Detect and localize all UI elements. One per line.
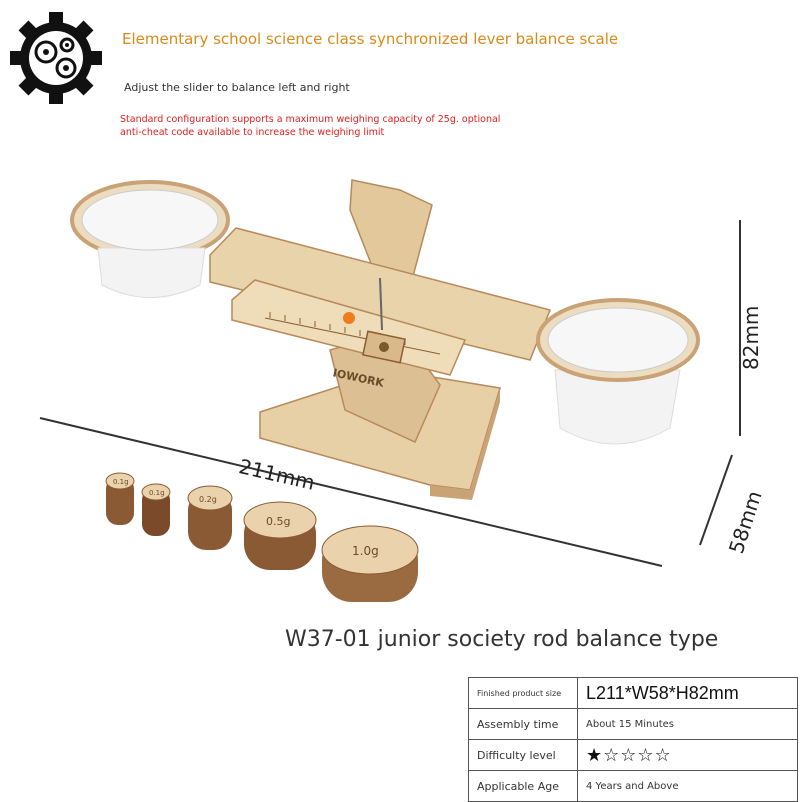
spec-value: L211*W58*H82mm: [577, 677, 798, 709]
lever-balance-illustration: IOWORK 0.1g 0.1g 0.2g 0.5g: [39, 179, 767, 602]
capacity-note: Standard configuration supports a maximu…: [120, 114, 501, 138]
spec-label: Finished product size: [468, 677, 578, 709]
model-name: W37-01 junior society rod balance type: [285, 627, 719, 652]
weight-0-2g: 0.2g: [187, 485, 233, 550]
spec-label: Applicable Age: [468, 770, 578, 802]
orange-knob-icon: [343, 312, 355, 324]
spec-table: Finished product size L211*W58*H82mm Ass…: [468, 677, 798, 802]
gear-logo-icon: [10, 12, 102, 104]
left-weighing-cup: [70, 180, 230, 298]
svg-text:0.1g: 0.1g: [149, 489, 165, 497]
spec-row: Applicable Age 4 Years and Above: [468, 770, 798, 802]
weight-0-5g: 0.5g: [243, 501, 317, 570]
svg-text:0.2g: 0.2g: [199, 495, 217, 504]
svg-text:0.1g: 0.1g: [113, 478, 129, 486]
spec-row: Finished product size L211*W58*H82mm: [468, 677, 798, 709]
difficulty-stars-icon: ★☆☆☆☆: [577, 739, 798, 771]
spec-label: Difficulty level: [468, 739, 578, 771]
subtitle-text: Adjust the slider to balance left and ri…: [124, 81, 350, 94]
width-dimension: 58mm: [724, 488, 767, 557]
spec-value: 4 Years and Above: [577, 770, 798, 802]
weight-0-1g-a: 0.1g: [105, 472, 135, 525]
svg-text:1.0g: 1.0g: [352, 544, 379, 558]
height-dimension: 82mm: [739, 306, 763, 370]
weight-set: 0.1g 0.1g 0.2g 0.5g 1.0g: [105, 472, 419, 602]
spec-value: About 15 Minutes: [577, 708, 798, 740]
weight-1-0g: 1.0g: [321, 525, 419, 602]
spec-label: Assembly time: [468, 708, 578, 740]
weight-0-1g-b: 0.1g: [141, 483, 171, 536]
page-title: Elementary school science class synchron…: [122, 30, 619, 48]
spec-row: Difficulty level ★☆☆☆☆: [468, 739, 798, 771]
length-dimension: 211mm: [237, 454, 318, 495]
spec-row: Assembly time About 15 Minutes: [468, 708, 798, 740]
svg-text:0.5g: 0.5g: [266, 515, 290, 528]
ruler-slide: [231, 279, 467, 376]
right-weighing-cup: [536, 298, 700, 445]
